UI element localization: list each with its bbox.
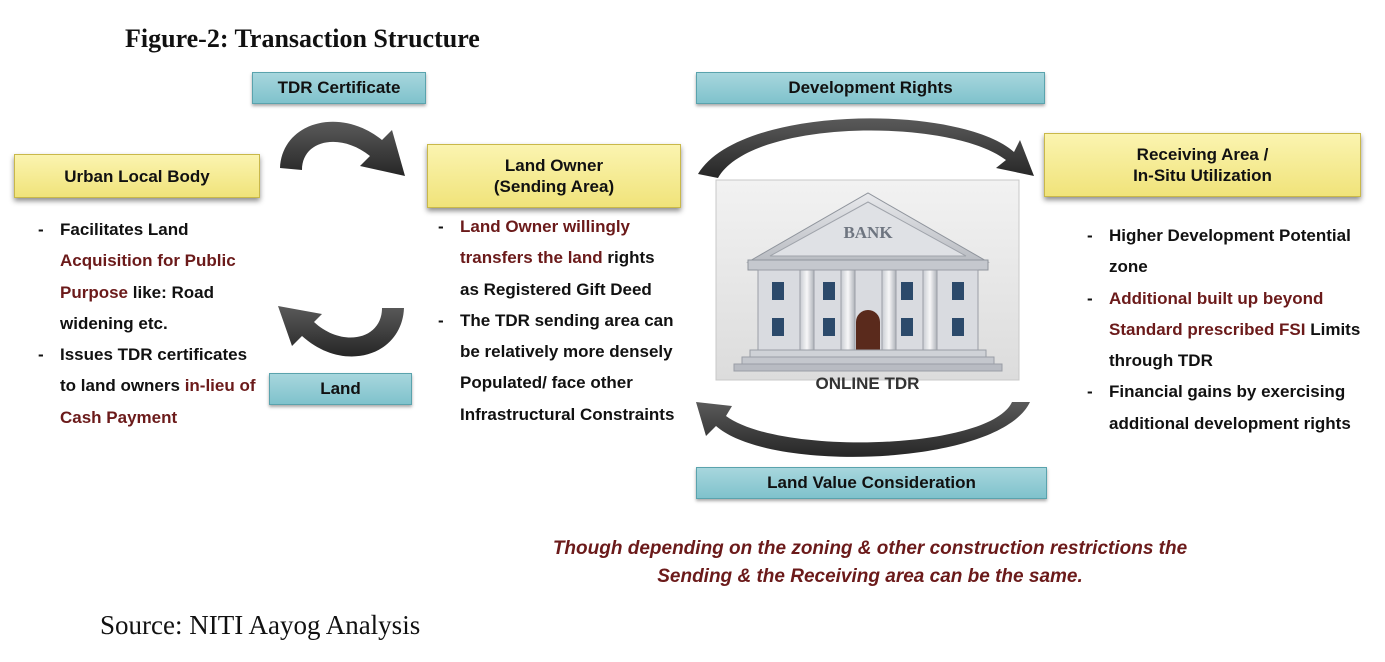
- list-item: -Facilitates Land Acquisition for Public…: [38, 220, 236, 333]
- footnote-line: Sending & the Receiving area can be the …: [657, 566, 1083, 587]
- land-owner-subtitle: (Sending Area): [493, 177, 615, 196]
- land-owner-box: Land Owner (Sending Area): [427, 144, 681, 208]
- urban-local-body-box: Urban Local Body: [14, 154, 260, 198]
- tdr-certificate-label: TDR Certificate: [252, 72, 426, 104]
- footnote: Though depending on the zoning & other c…: [480, 535, 1260, 591]
- source-caption: Source: NITI Aayog Analysis: [100, 610, 421, 640]
- receiving-area-box: Receiving Area / In-Situ Utilization: [1044, 133, 1361, 197]
- bullet-text: rights as Registered Gift Deed: [460, 248, 655, 299]
- curved-arrow-icon: [696, 402, 1030, 457]
- receiving-area-list: -Higher Development Potential zone -Addi…: [1087, 220, 1377, 439]
- list-item: -Financial gains by exercising additiona…: [1087, 382, 1351, 433]
- bullet-highlight: Land Owner willingly transfers the land: [460, 217, 631, 268]
- land-value-consideration-label: Land Value Consideration: [696, 467, 1047, 499]
- list-item: -Issues TDR certificates to land owners …: [38, 345, 256, 427]
- list-item: -Additional built up beyond Standard pre…: [1087, 288, 1361, 371]
- bullet-highlight: Additional built up beyond Standard pres…: [1109, 288, 1324, 339]
- receiving-area-subtitle: In-Situ Utilization: [1133, 166, 1272, 185]
- bullet-text: Financial gains by exercising additional…: [1109, 382, 1351, 433]
- footnote-line: Though depending on the zoning & other c…: [552, 538, 1188, 559]
- bullet-text: Limits through TDR: [1109, 319, 1361, 371]
- urban-local-body-title: Urban Local Body: [64, 166, 210, 186]
- receiving-area-title: Receiving Area /: [1136, 145, 1269, 164]
- figure-title: Figure-2: Transaction Structure: [125, 24, 480, 53]
- bullet-text: Higher Development Potential zone: [1109, 226, 1351, 277]
- bullet-highlight: in-lieu of Cash Payment: [60, 376, 256, 427]
- list-item: -Land Owner willingly transfers the land…: [438, 217, 655, 299]
- online-tdr-caption: ONLINE TDR: [815, 374, 920, 393]
- development-rights-label: Development Rights: [696, 72, 1045, 104]
- curved-arrow-icon: [280, 121, 405, 176]
- bullet-text: Facilitates Land: [60, 220, 189, 239]
- land-owner-list: -Land Owner willingly transfers the land…: [438, 211, 678, 430]
- bullet-text: like: Road widening etc.: [60, 282, 214, 333]
- list-item: -Higher Development Potential zone: [1087, 226, 1351, 277]
- curved-arrow-icon: [698, 118, 1034, 178]
- bullet-highlight: Acquisition for Public Purpose: [60, 251, 236, 302]
- land-owner-title: Land Owner: [504, 156, 604, 175]
- list-item: -The TDR sending area can be relatively …: [438, 310, 675, 424]
- land-label: Land: [269, 373, 412, 405]
- urban-local-body-list: -Facilitates Land Acquisition for Public…: [38, 214, 263, 433]
- bullet-text: The TDR sending area can be relatively m…: [460, 310, 675, 424]
- bullet-text: Issues TDR certificates to land owners: [60, 345, 248, 396]
- bank-sign: BANK: [843, 223, 893, 242]
- curved-arrow-icon: [278, 306, 404, 357]
- bank-icon: [715, 179, 1020, 381]
